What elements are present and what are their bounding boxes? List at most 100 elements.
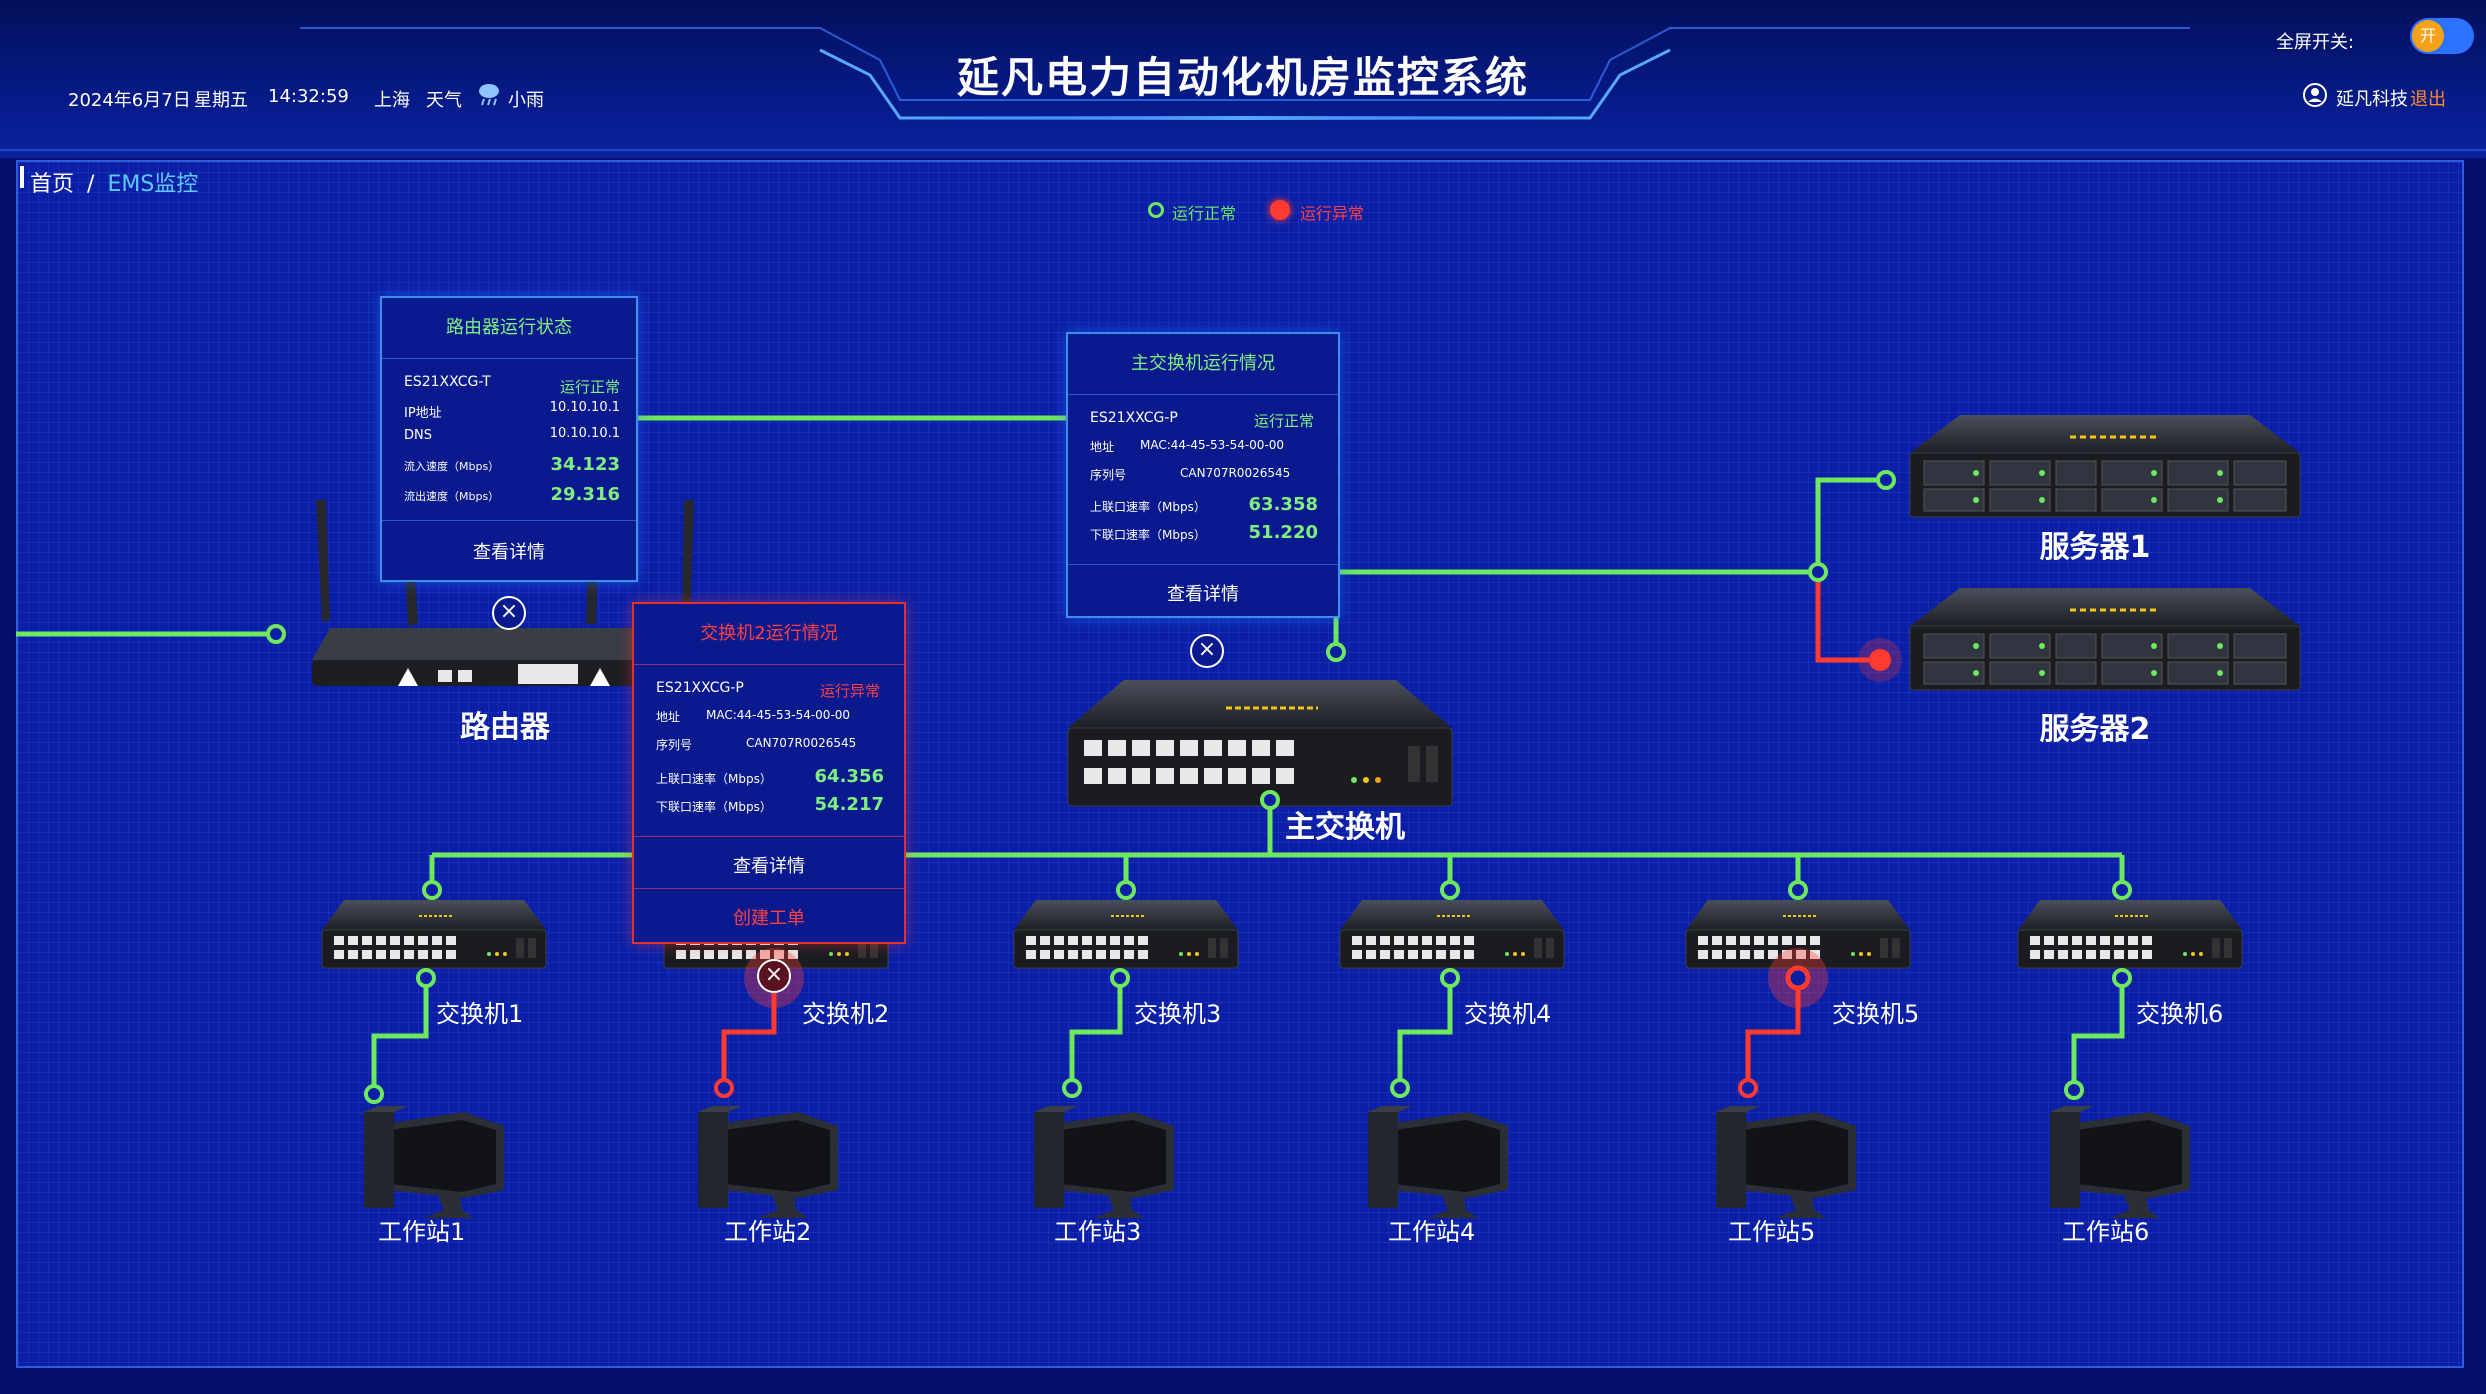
workstation6-device xyxy=(2050,1106,2190,1218)
workstation5-label: 工作站5 xyxy=(1728,1218,1816,1246)
main-switch-device xyxy=(1067,680,1453,807)
main-switch-up-value: 63.358 xyxy=(1248,494,1318,515)
close-main-switch-card-button[interactable]: × xyxy=(1190,634,1224,668)
switch2-label: 交换机2 xyxy=(802,1000,890,1028)
legend-abnormal-label: 运行异常 xyxy=(1300,204,1365,223)
router-status: 运行正常 xyxy=(559,378,620,396)
router-in-value: 34.123 xyxy=(550,454,620,475)
switch2-card-divider-2 xyxy=(634,888,904,889)
switch5-label: 交换机5 xyxy=(1832,1000,1920,1028)
router-device xyxy=(312,500,700,686)
switch4-label: 交换机4 xyxy=(1464,1000,1552,1028)
switch2-up-value: 64.356 xyxy=(814,766,884,787)
workstation3-label: 工作站3 xyxy=(1054,1218,1142,1246)
toggle-knob: 开 xyxy=(2412,20,2444,52)
router-out-value: 29.316 xyxy=(550,484,620,505)
workstation6-label: 工作站6 xyxy=(2062,1218,2150,1246)
weekday-text: 星期五 xyxy=(194,90,248,111)
user-name: 延凡科技 xyxy=(2336,89,2408,110)
main-switch-up-label: 上联口速率（Mbps） xyxy=(1090,500,1206,514)
router-card-divider xyxy=(382,520,636,521)
router-dns-label: DNS xyxy=(404,428,432,443)
switch3-label: 交换机3 xyxy=(1134,1000,1222,1028)
header-bar xyxy=(0,0,2486,158)
city-text: 上海 xyxy=(374,90,410,111)
main-switch-down-label: 下联口速率（Mbps） xyxy=(1090,528,1206,542)
workstation1-label: 工作站1 xyxy=(378,1218,466,1246)
switch2-addr-value: MAC:44-45-53-54-00-00 xyxy=(706,708,851,722)
main-switch-status-card: 主交换机运行情况 ES21XXCG-P 运行正常 地址 MAC:44-45-53… xyxy=(1066,332,1340,618)
fullscreen-label: 全屏开关: xyxy=(2276,32,2355,53)
router-model: ES21XXCG-T xyxy=(404,374,491,390)
close-switch2-card-button[interactable]: × xyxy=(757,959,791,993)
router-status-card: 路由器运行状态 ES21XXCG-T 运行正常 IP地址 10.10.10.1 … xyxy=(380,296,638,582)
router-dns-value: 10.10.10.1 xyxy=(549,426,620,441)
breadcrumb: 首页 / EMS监控 xyxy=(30,166,198,198)
workstation2-label: 工作站2 xyxy=(724,1218,812,1246)
router-ip-label: IP地址 xyxy=(404,406,442,421)
switch2-down-value: 54.217 xyxy=(814,794,884,815)
main-switch-model: ES21XXCG-P xyxy=(1090,410,1178,426)
workstation4-label: 工作站4 xyxy=(1388,1218,1476,1246)
breadcrumb-separator: / xyxy=(87,172,95,197)
switch4-device xyxy=(1339,899,1565,969)
switch2-serial-label: 序列号 xyxy=(656,738,693,752)
switch3-device xyxy=(1013,899,1239,969)
router-ip-value: 10.10.10.1 xyxy=(549,400,620,415)
router-out-label: 流出速度（Mbps） xyxy=(404,490,500,503)
switch2-model: ES21XXCG-P xyxy=(656,680,744,696)
switch2-serial-value: CAN707R0026545 xyxy=(746,736,857,750)
main-switch-status: 运行正常 xyxy=(1253,412,1314,430)
main-switch-card-title: 主交换机运行情况 xyxy=(1068,334,1338,395)
breadcrumb-marker xyxy=(20,166,24,188)
switch2-status: 运行异常 xyxy=(819,682,880,700)
main-switch-detail-button[interactable]: 查看详情 xyxy=(1167,584,1239,605)
switch6-label: 交换机6 xyxy=(2136,1000,2224,1028)
main-switch-addr-value: MAC:44-45-53-54-00-00 xyxy=(1140,438,1285,452)
breadcrumb-current: EMS监控 xyxy=(107,172,199,197)
rain-cloud-icon xyxy=(476,80,502,110)
server2-label: 服务器2 xyxy=(2039,712,2151,747)
logout-link[interactable]: 退出 xyxy=(2410,89,2446,110)
header-decoration xyxy=(0,27,2486,151)
server2-device xyxy=(1908,586,2302,692)
workstation4-device xyxy=(1368,1106,1508,1218)
switch2-up-label: 上联口速率（Mbps） xyxy=(656,772,772,786)
main-switch-serial-value: CAN707R0026545 xyxy=(1180,466,1291,480)
close-router-card-button[interactable]: × xyxy=(492,596,526,630)
workstation3-device xyxy=(1034,1106,1174,1218)
weather-label: 天气 xyxy=(426,90,462,111)
workstation2-device xyxy=(698,1106,838,1218)
router-label: 路由器 xyxy=(460,710,550,745)
date-text: 2024年6月7日 xyxy=(68,90,191,111)
switch2-card-divider-1 xyxy=(634,836,904,837)
user-icon xyxy=(2302,82,2328,112)
legend-abnormal-dot xyxy=(1270,200,1290,220)
main-switch-addr-label: 地址 xyxy=(1090,440,1115,454)
switch2-status-card: 交换机2运行情况 ES21XXCG-P 运行异常 地址 MAC:44-45-53… xyxy=(632,602,906,944)
main-switch-serial-label: 序列号 xyxy=(1090,468,1127,482)
page-title: 延凡电力自动化机房监控系统 xyxy=(956,53,1529,102)
workstation5-device xyxy=(1716,1106,1856,1218)
router-card-title: 路由器运行状态 xyxy=(382,298,636,359)
legend-normal-label: 运行正常 xyxy=(1172,204,1237,223)
router-detail-button[interactable]: 查看详情 xyxy=(473,542,545,563)
weather-text: 小雨 xyxy=(508,90,544,111)
breadcrumb-home[interactable]: 首页 xyxy=(30,172,75,197)
switch1-device xyxy=(321,899,547,969)
switch2-create-ticket-button[interactable]: 创建工单 xyxy=(733,908,805,929)
switch2-detail-button[interactable]: 查看详情 xyxy=(733,856,805,877)
switch2-card-title: 交换机2运行情况 xyxy=(634,604,904,665)
workstation1-device xyxy=(364,1106,504,1218)
router-in-label: 流入速度（Mbps） xyxy=(404,460,500,473)
switch2-addr-label: 地址 xyxy=(656,710,681,724)
server1-device xyxy=(1908,413,2302,519)
fullscreen-toggle[interactable]: 开 xyxy=(2410,18,2474,54)
main-switch-down-value: 51.220 xyxy=(1248,522,1318,543)
switch6-device xyxy=(2017,899,2243,969)
main-switch-label: 主交换机 xyxy=(1285,810,1405,845)
server1-label: 服务器1 xyxy=(2039,530,2151,565)
main-switch-card-divider xyxy=(1068,564,1338,565)
switch2-down-label: 下联口速率（Mbps） xyxy=(656,800,772,814)
